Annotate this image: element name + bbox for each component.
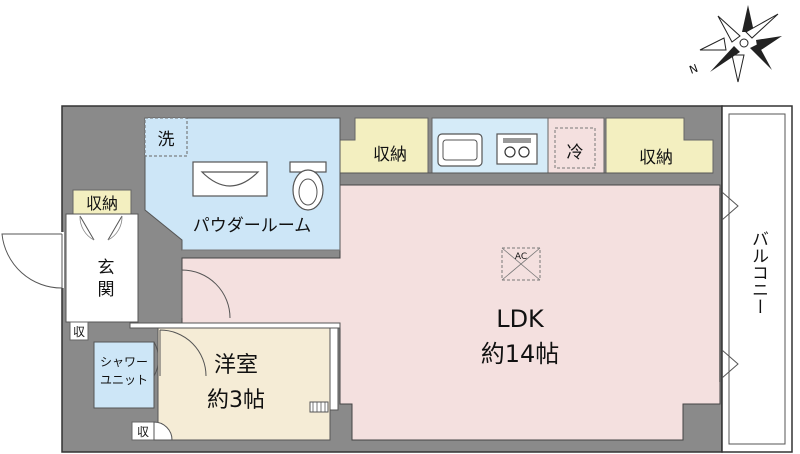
- fridge-label: 冷: [567, 143, 584, 163]
- small-storage-1-label: 収: [73, 325, 85, 339]
- laundry-space: [144, 117, 188, 157]
- door-to-ldk: [181, 269, 231, 319]
- ac-unit: AC: [501, 247, 541, 281]
- storage-kitchen-right-label: 収納: [639, 148, 673, 168]
- stove-icon: [496, 133, 538, 165]
- ac-label: AC: [515, 252, 527, 262]
- small-storage-1: [69, 321, 89, 341]
- western-room: [157, 327, 331, 441]
- western-room-vent-icon: [309, 401, 329, 413]
- ldk-room: [181, 184, 721, 441]
- toilet-icon: [289, 161, 327, 211]
- western-room-size: 約3帖: [207, 388, 265, 413]
- laundry-label: 洗: [158, 130, 175, 150]
- storage-entrance-label: 収納: [86, 194, 118, 213]
- powder-room-label: パウダールーム: [193, 216, 312, 236]
- balcony-label: バルコニー: [748, 230, 768, 315]
- shower-label-2: ユニット: [100, 373, 148, 387]
- western-room-label: 洋室: [214, 353, 258, 378]
- balcony-window: [719, 188, 739, 382]
- compass-rose: N: [688, 5, 782, 83]
- small-storage-2-label: 収: [137, 425, 149, 439]
- shower-unit: [93, 341, 155, 409]
- compass-north-label: N: [688, 62, 700, 77]
- entrance-label-2: 関: [98, 280, 115, 300]
- shower-label-1: シャワー: [100, 355, 148, 369]
- storage-entrance: [72, 189, 132, 215]
- western-room-sliding-door: [329, 327, 339, 411]
- washbasin-icon: [192, 161, 268, 197]
- entrance: [65, 213, 139, 323]
- entrance-closet-doors: [79, 215, 123, 241]
- ldk-label: LDK: [496, 305, 545, 333]
- entrance-label-1: 玄: [98, 258, 115, 278]
- balcony: バルコニー: [721, 105, 793, 453]
- ldk-size: 約14帖: [481, 340, 560, 368]
- storage-kitchen-left-label: 収納: [373, 145, 407, 165]
- kitchen-sink-icon: [437, 133, 483, 167]
- front-door: [0, 232, 64, 289]
- western-room-door: [159, 329, 207, 377]
